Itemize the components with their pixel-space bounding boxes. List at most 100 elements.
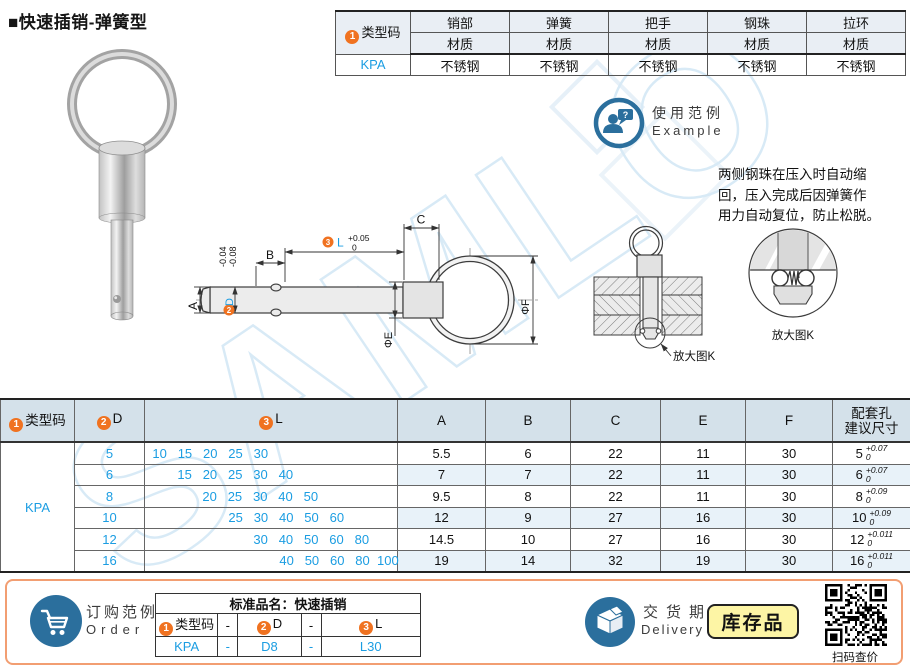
- cell-d: 10: [74, 506, 145, 529]
- hole-tol-top: +0.011: [867, 550, 894, 561]
- material-value: 不锈钢: [410, 53, 510, 76]
- spec-header-a: A: [397, 398, 486, 443]
- l-value: 20: [202, 488, 217, 504]
- l-value: 40: [279, 510, 294, 526]
- delivery-label-cn: 交货期: [643, 604, 713, 621]
- page-title: ■快速插销-弹簧型: [8, 13, 148, 32]
- order-table-title: 标准品名：快速插销: [155, 593, 421, 614]
- cell-d: 12: [74, 528, 145, 551]
- usage-drawing: 放大图K: [593, 225, 715, 363]
- spec-type-code: KPA: [0, 441, 75, 573]
- l-value: 20: [202, 467, 218, 483]
- cell-d: 8: [74, 485, 145, 508]
- hole-size: 10: [852, 510, 867, 526]
- detail-leader: [660, 343, 672, 357]
- product-photo: [67, 49, 177, 321]
- dim-a: [194, 286, 209, 314]
- dim-c: [403, 224, 440, 280]
- cell-e: 11: [660, 441, 746, 465]
- spec-header-hole-line1: 配套孔: [851, 405, 892, 421]
- drawing-ring: [425, 255, 515, 345]
- usage-ball: [655, 328, 662, 334]
- usage-head: [636, 254, 663, 278]
- l-value: 25: [227, 488, 243, 504]
- cell-b: 10: [485, 528, 571, 551]
- order-dash: -: [217, 636, 239, 657]
- order-v2: D8: [237, 636, 302, 657]
- note-line: 回，压入完成后因弹簧作: [718, 187, 867, 203]
- material-col-header: 销部: [410, 10, 510, 33]
- spec-header-l-label: L: [275, 411, 283, 426]
- hole-tol-top: +0.09: [869, 507, 891, 518]
- spec-header-c: C: [570, 398, 661, 443]
- cell-e: 11: [660, 463, 746, 486]
- material-col-header: 拉环: [806, 10, 906, 33]
- l-value: 25: [228, 445, 243, 461]
- cell-b: 6: [485, 441, 571, 465]
- l-value: 40: [279, 553, 294, 569]
- l-value: 50: [304, 531, 319, 547]
- spec-header-d-label: D: [112, 411, 123, 426]
- l-value: 50: [304, 553, 320, 569]
- l-value: 80: [355, 553, 370, 569]
- cell-f: 30: [745, 441, 833, 465]
- cell-e: 16: [660, 528, 746, 551]
- dim-d-badge: 2: [227, 306, 232, 315]
- dim-l-badge: 3: [326, 238, 331, 247]
- dim-l-tol-top: +0.05: [348, 233, 370, 243]
- dim-f-label: ΦF: [520, 299, 532, 315]
- qr-code: [825, 584, 887, 646]
- l-value: 30: [253, 467, 268, 483]
- cell-d: 6: [74, 463, 145, 486]
- l-value: 20: [203, 445, 218, 461]
- spec-header-type-label: 类型码: [25, 413, 66, 428]
- detail-tip: [773, 285, 813, 305]
- l-value: 40: [278, 467, 294, 483]
- l-value: 40: [278, 531, 294, 547]
- pin-head: [98, 140, 146, 224]
- order-v3: L30: [320, 636, 422, 657]
- usage-note: 两侧钢珠在压入时自动缩 回，压入完成后因弹簧作 用力自动复位，防止松脱。: [718, 165, 910, 227]
- hole-tol-top: +0.07: [865, 443, 888, 454]
- hole-size: 16: [849, 553, 865, 569]
- hole-size: 6: [855, 467, 863, 483]
- example-icon: ?: [593, 97, 645, 149]
- svg-text:?: ?: [623, 110, 629, 120]
- cell-d: 5: [74, 441, 145, 465]
- delivery-icon: [585, 597, 635, 647]
- cell-a: 19: [397, 549, 486, 573]
- hole-size: 5: [855, 445, 863, 461]
- clamped-plates: [593, 276, 703, 336]
- l-value: 10: [152, 445, 167, 461]
- cell-c: 27: [570, 528, 661, 551]
- cell-f: 30: [745, 463, 833, 486]
- cart-icon: [30, 595, 82, 647]
- cell-a: 12: [397, 506, 486, 529]
- material-col-header: 材质: [410, 32, 510, 55]
- hole-tol-top: +0.07: [865, 464, 888, 475]
- order-h1-label: 类型码: [175, 617, 215, 632]
- l-value: 25: [228, 510, 243, 526]
- dim-e-label: ΦE: [383, 332, 395, 348]
- spec-header-e: E: [660, 398, 746, 443]
- stock-badge: 库存品: [707, 604, 799, 639]
- material-value: 不锈钢: [806, 53, 906, 76]
- material-col-header: 材质: [806, 32, 906, 55]
- order-v1: KPA: [154, 636, 219, 657]
- dim-f: [472, 255, 538, 345]
- hole-tol-bot: 0: [865, 495, 871, 506]
- cell-f: 30: [745, 549, 833, 573]
- cell-c: 32: [570, 549, 661, 573]
- cell-c: 22: [570, 463, 661, 486]
